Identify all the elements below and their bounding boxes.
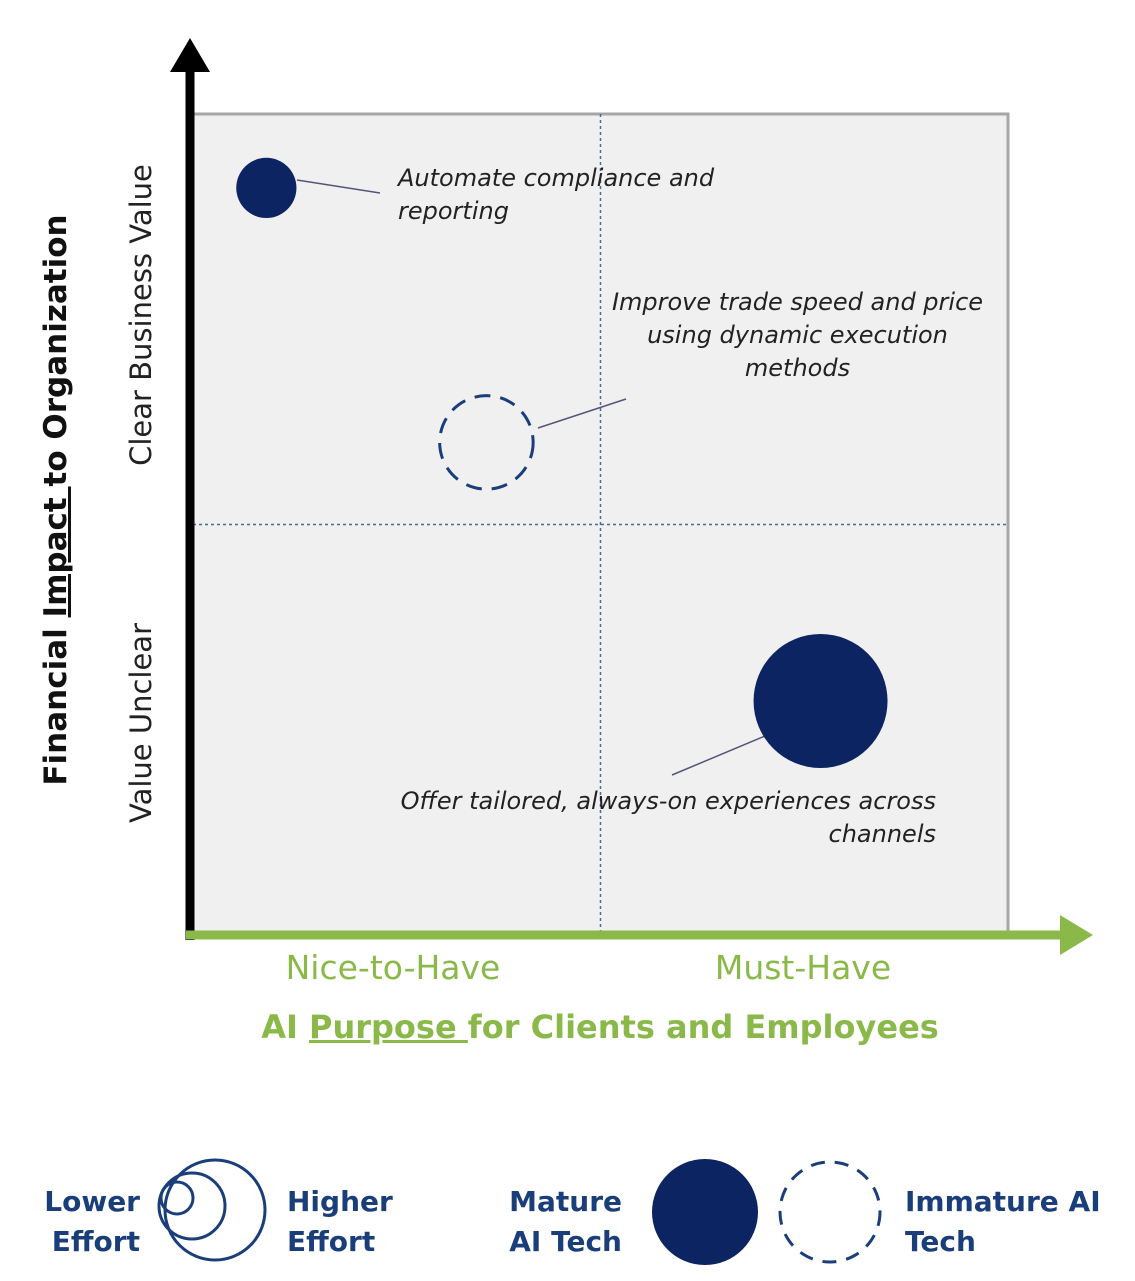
- effort-nested-circles-icon: [157, 1158, 267, 1262]
- leader-line-3: [671, 735, 766, 776]
- leader-line-2: [537, 398, 627, 429]
- legend-higher-effort: Higher Effort: [287, 1185, 393, 1258]
- legend-immature-ai-tech: Immature AI Tech: [905, 1185, 1101, 1258]
- initiative-bubble-2: [438, 394, 535, 491]
- initiative-bubble-1: [236, 157, 297, 218]
- initiative-bubble-3: [753, 634, 888, 769]
- x-axis-title: AI Purpose for Clients and Employees: [261, 1008, 939, 1046]
- effort-circle-medium: [157, 1171, 227, 1241]
- x-category-nice-to-have: Nice-to-Have: [285, 948, 501, 987]
- x-category-must-have: Must-Have: [714, 948, 892, 987]
- immature-dashed-circle-icon: [778, 1160, 882, 1264]
- leader-line-1: [296, 179, 381, 194]
- legend-lower-effort: Lower Effort: [44, 1185, 140, 1258]
- y-axis-arrowhead: [170, 38, 210, 72]
- annotation-automate-compliance: Automate compliance and reporting: [398, 164, 715, 225]
- effort-circle-small: [159, 1180, 195, 1216]
- legend-mature-ai-tech: Mature AI Tech: [509, 1185, 622, 1258]
- mature-filled-circle-icon: [652, 1159, 758, 1265]
- annotation-tailored-experiences: Offer tailored, always-on experiences ac…: [400, 787, 936, 848]
- x-axis-arrowhead: [1060, 915, 1093, 955]
- annotation-improve-trade-speed: Improve trade speed and price using dyna…: [611, 288, 984, 382]
